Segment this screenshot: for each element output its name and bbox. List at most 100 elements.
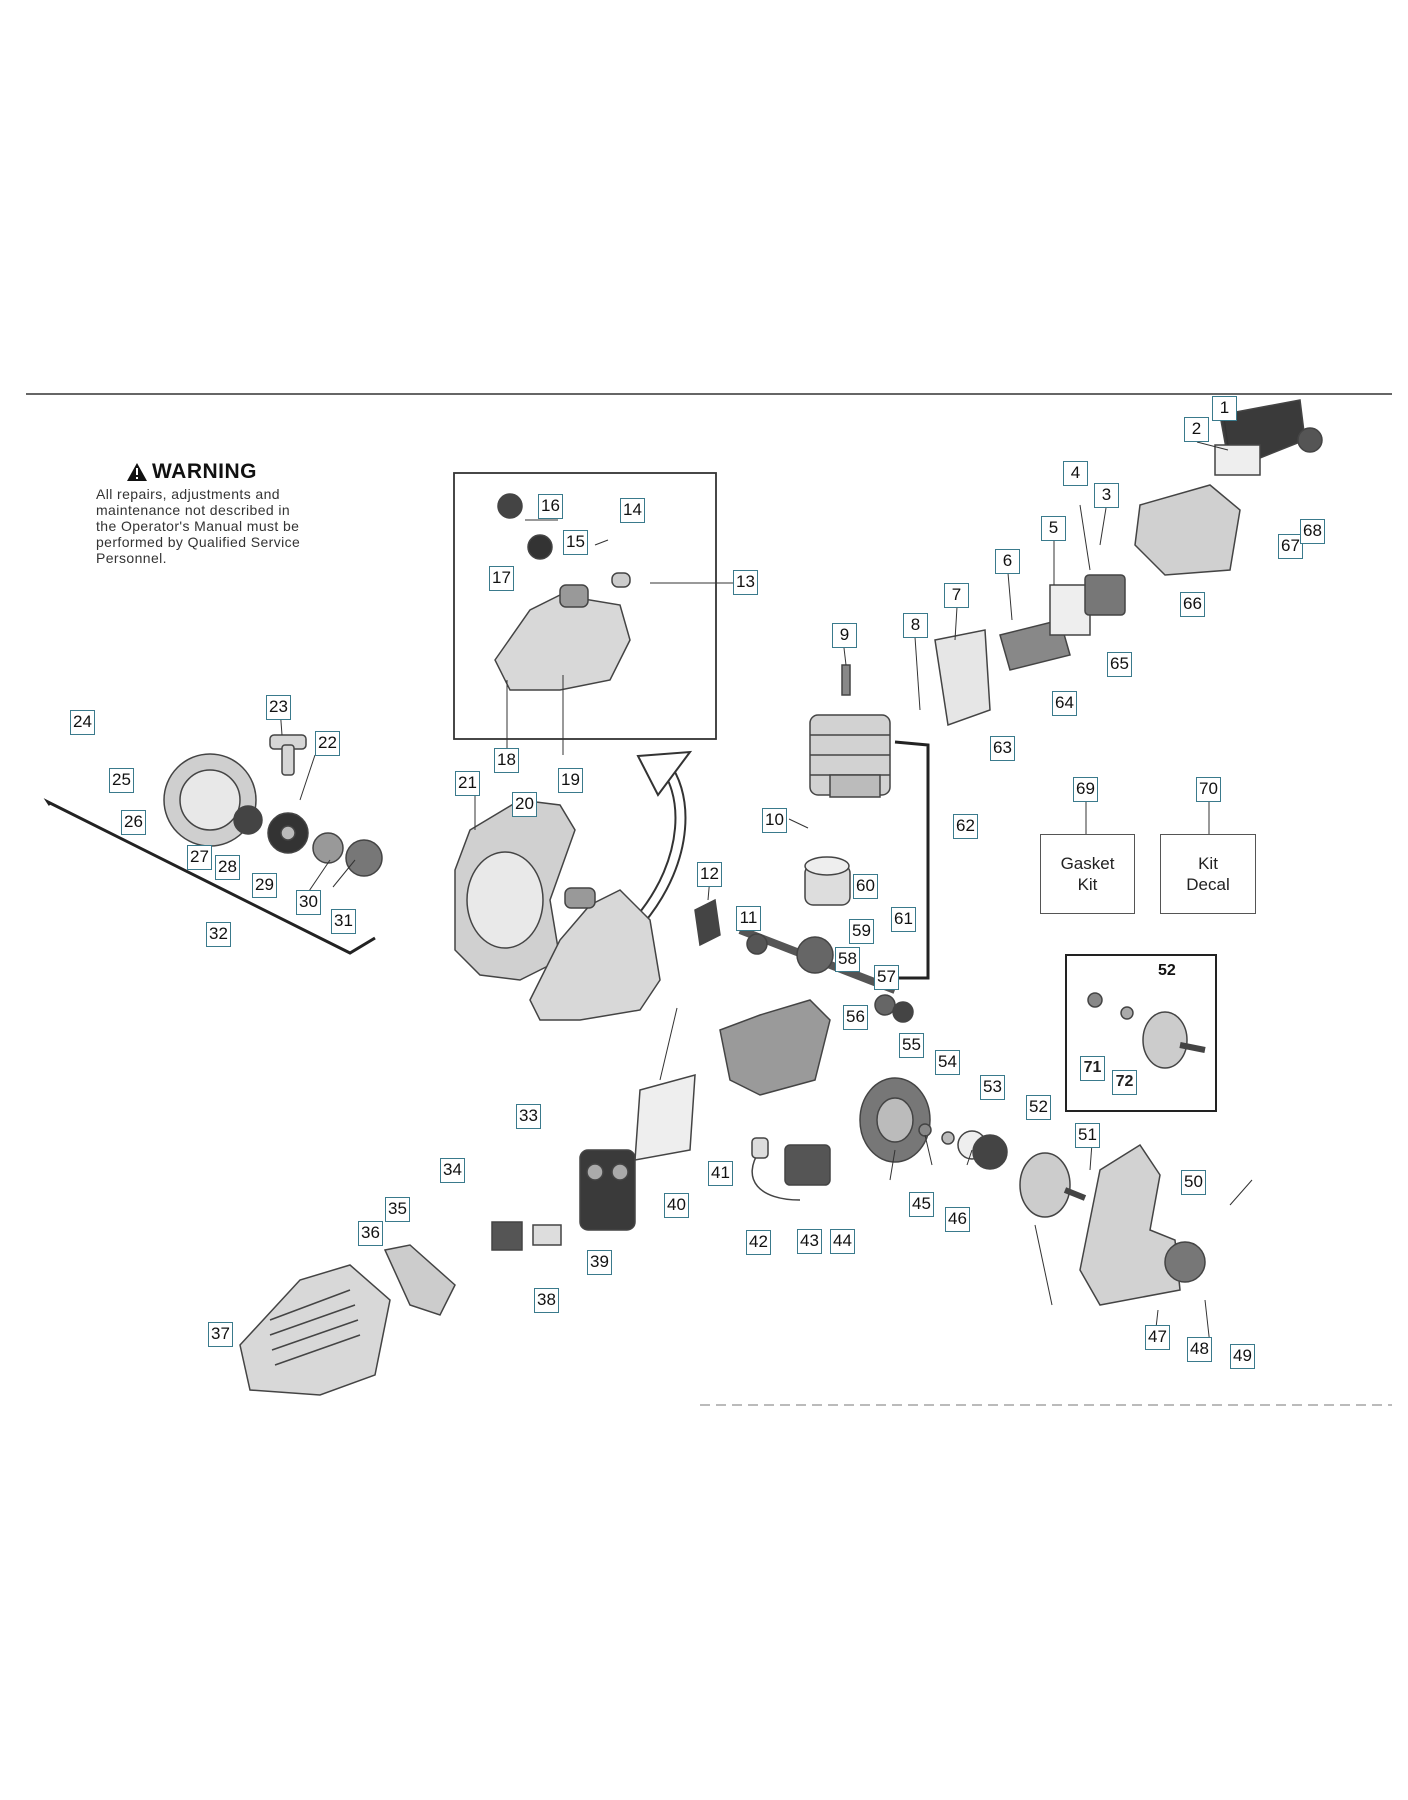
callout-25[interactable]: 25 [109,768,134,793]
engine-cover-shape [239,1264,391,1396]
spark-plug-shape [841,664,851,696]
callout-68[interactable]: 68 [1300,519,1325,544]
callout-7[interactable]: 7 [944,583,969,608]
arrestor-shape [383,1244,456,1316]
warning-notice: WARNING All repairs, adjustments and mai… [96,460,356,566]
clutch-shape [972,1134,1008,1170]
callout-11[interactable]: 11 [736,906,761,931]
callout-32[interactable]: 32 [206,922,231,947]
callout-58[interactable]: 58 [835,947,860,972]
callout-30[interactable]: 30 [296,890,321,915]
callout-36[interactable]: 36 [358,1221,383,1246]
engine-housing-shape [454,799,576,981]
callout-63[interactable]: 63 [990,736,1015,761]
air-filter-plate-shape [934,629,991,727]
warning-title: WARNING [126,460,356,484]
callout-59[interactable]: 59 [849,919,874,944]
callout-29[interactable]: 29 [252,873,277,898]
callout-43[interactable]: 43 [797,1229,822,1254]
callout-38[interactable]: 38 [534,1288,559,1313]
ignition-part-12 [694,898,721,947]
callout-22[interactable]: 22 [315,731,340,756]
callout-35[interactable]: 35 [385,1197,410,1222]
callout-66[interactable]: 66 [1180,592,1205,617]
callout-17[interactable]: 17 [489,566,514,591]
callout-40[interactable]: 40 [664,1193,689,1218]
ratchet-shape [345,839,383,877]
callout-64[interactable]: 64 [1052,691,1077,716]
cylinder-shape [809,714,891,798]
callout-55[interactable]: 55 [899,1033,924,1058]
callout-28[interactable]: 28 [215,855,240,880]
callout-27[interactable]: 27 [187,845,212,870]
bracket-32 [43,798,376,955]
callout-48[interactable]: 48 [1187,1337,1212,1362]
callout-6[interactable]: 6 [995,549,1020,574]
callout-12[interactable]: 12 [697,862,722,887]
callout-5[interactable]: 5 [1041,516,1066,541]
callout-67[interactable]: 67 [1278,534,1303,559]
inset-title: 52 [1158,962,1176,979]
callout-41[interactable]: 41 [708,1161,733,1186]
callout-15[interactable]: 15 [563,530,588,555]
callout-46[interactable]: 46 [945,1207,970,1232]
callout-37[interactable]: 37 [208,1322,233,1347]
callout-44[interactable]: 44 [830,1229,855,1254]
callout-18[interactable]: 18 [494,748,519,773]
muffler-shape [579,1149,636,1231]
callout-16[interactable]: 16 [538,494,563,519]
callout-9[interactable]: 9 [832,623,857,648]
callout-31[interactable]: 31 [331,909,356,934]
callout-69[interactable]: 69 [1073,777,1098,802]
callout-14[interactable]: 14 [620,498,645,523]
inset-callout-71[interactable]: 71 [1080,1056,1105,1081]
callout-26[interactable]: 26 [121,810,146,835]
callout-10[interactable]: 10 [762,808,787,833]
callout-23[interactable]: 23 [266,695,291,720]
bearing-57-shape [874,994,896,1016]
housing-hub-shape [1164,1241,1206,1283]
callout-42[interactable]: 42 [746,1230,771,1255]
callout-47[interactable]: 47 [1145,1325,1170,1350]
callout-62[interactable]: 62 [953,814,978,839]
callout-33[interactable]: 33 [516,1104,541,1129]
clutch-housing-shape [1079,1143,1181,1306]
callout-21[interactable]: 21 [455,771,480,796]
callout-53[interactable]: 53 [980,1075,1005,1100]
inset-callout-72[interactable]: 72 [1112,1070,1137,1095]
knob-shape [1297,427,1323,453]
callout-60[interactable]: 60 [853,874,878,899]
callout-39[interactable]: 39 [587,1250,612,1275]
callout-56[interactable]: 56 [843,1005,868,1030]
callout-8[interactable]: 8 [903,613,928,638]
callout-1[interactable]: 1 [1212,396,1237,421]
callout-61[interactable]: 61 [891,907,916,932]
callout-51[interactable]: 51 [1075,1123,1100,1148]
clutch-drum-inset [1065,954,1217,1112]
callout-49[interactable]: 49 [1230,1344,1255,1369]
callout-52[interactable]: 52 [1026,1095,1051,1120]
callout-50[interactable]: 50 [1181,1170,1206,1195]
carb-gasket-shape [1049,584,1091,636]
muffler-plate-shape [532,1224,562,1246]
callout-20[interactable]: 20 [512,792,537,817]
fuel-tank-detail-shape [494,493,631,691]
callout-54[interactable]: 54 [935,1050,960,1075]
callout-65[interactable]: 65 [1107,652,1132,677]
callout-3[interactable]: 3 [1094,483,1119,508]
callout-57[interactable]: 57 [874,965,899,990]
starter-handle-shape [269,734,307,776]
callout-45[interactable]: 45 [909,1192,934,1217]
callout-13[interactable]: 13 [733,570,758,595]
callout-2[interactable]: 2 [1184,417,1209,442]
callout-70[interactable]: 70 [1196,777,1221,802]
warning-body: All repairs, adjustments and maintenance… [96,486,301,566]
spring-shape [233,805,263,835]
callout-24[interactable]: 24 [70,710,95,735]
callout-19[interactable]: 19 [558,768,583,793]
piston-shape [804,856,851,906]
callout-34[interactable]: 34 [440,1158,465,1183]
callout-4[interactable]: 4 [1063,461,1088,486]
